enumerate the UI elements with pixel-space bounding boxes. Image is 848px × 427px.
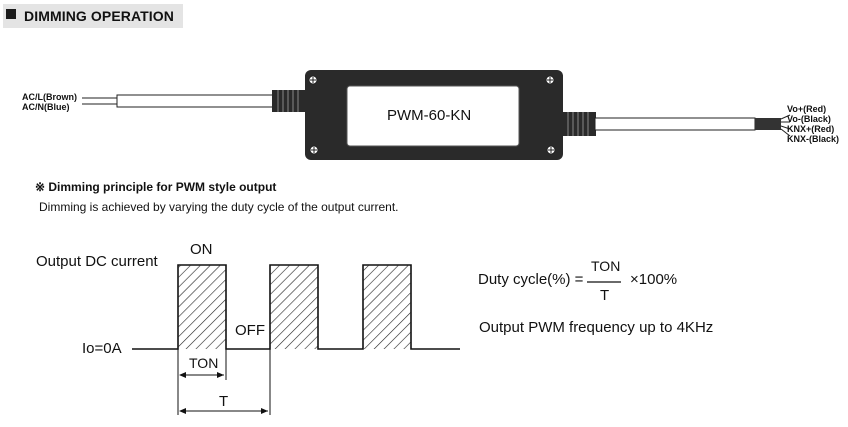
- pulse-1: [178, 265, 226, 349]
- wire-label-acn: AC/N(Blue): [22, 102, 70, 112]
- pulse-2: [270, 265, 318, 349]
- fraction-denominator: T: [600, 287, 610, 304]
- wire-label-knx-minus: KNX-(Black): [787, 134, 840, 144]
- output-cable: [562, 112, 791, 137]
- input-cable: [82, 90, 306, 112]
- driver-body: [305, 70, 563, 160]
- ton-label: TON: [189, 355, 219, 371]
- wire-label-acl: AC/L(Brown): [22, 92, 77, 102]
- principle-title: ※ Dimming principle for PWM style output: [35, 180, 277, 194]
- header-bullet-icon: [6, 9, 16, 19]
- frequency-note: Output PWM frequency up to 4KHz: [479, 319, 714, 336]
- section-title: DIMMING OPERATION: [24, 8, 174, 24]
- on-label: ON: [190, 241, 213, 258]
- period-label: T: [219, 393, 229, 410]
- pulse-3: [363, 265, 411, 349]
- percent-multiplier: ×100%: [630, 271, 678, 288]
- wire-label-knx-plus: KNX+(Red): [787, 124, 835, 134]
- duty-cycle-label: Duty cycle(%) =: [478, 271, 584, 288]
- output-current-label: Output DC current: [36, 253, 158, 270]
- wire-label-vo-minus: Vo-(Black): [787, 114, 831, 124]
- model-label: PWM-60-KN: [387, 107, 472, 124]
- off-label: OFF: [235, 322, 265, 339]
- baseline-label: Io=0A: [82, 340, 122, 357]
- ton-dimension: [177, 349, 271, 415]
- fraction-numerator: TON: [591, 258, 621, 274]
- wire-label-vo-plus: Vo+(Red): [787, 104, 827, 114]
- principle-description: Dimming is achieved by varying the duty …: [39, 200, 399, 214]
- section-header-bar: [3, 4, 183, 28]
